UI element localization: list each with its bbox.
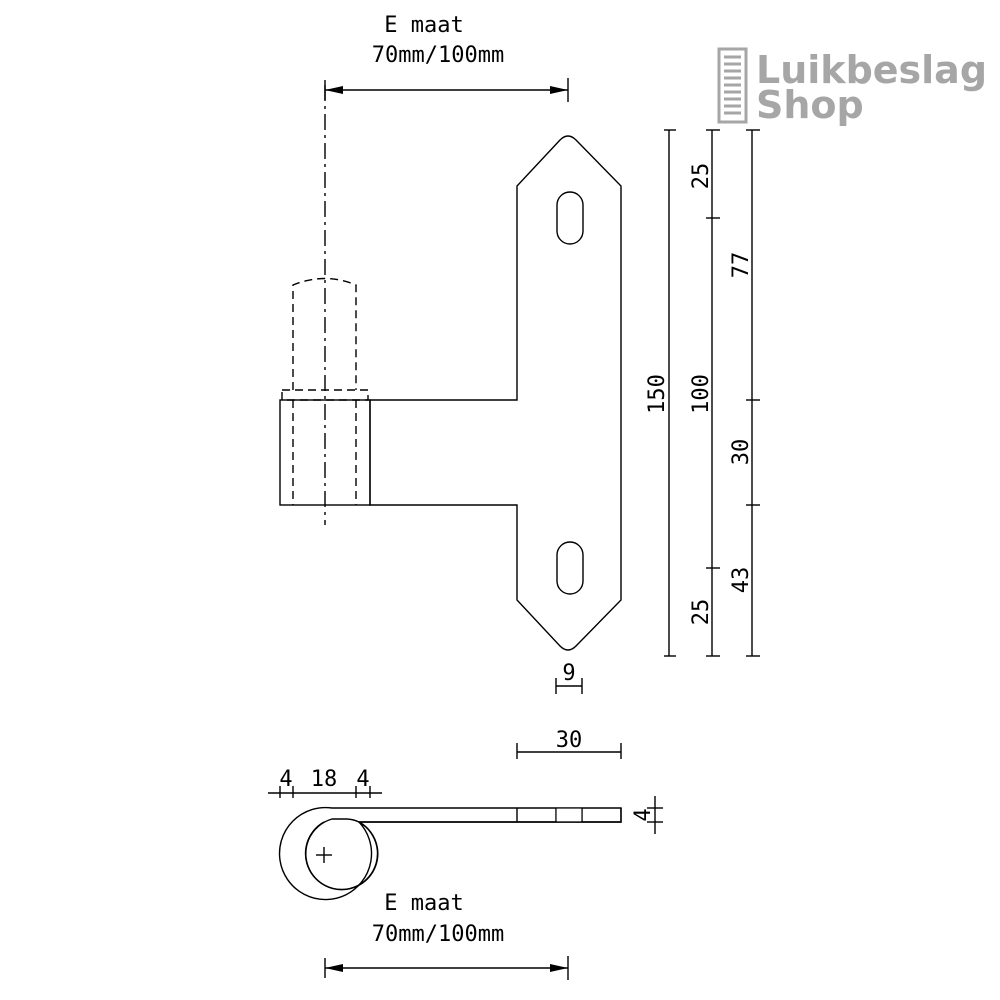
luikbeslag-shop-logo: Luikbeslag Shop <box>717 47 987 127</box>
hinge-strap-plate <box>369 135 622 651</box>
e-maat-top-value: 70mm/100mm <box>372 43 504 68</box>
dimension-30-strap: 30 <box>729 439 754 466</box>
logo-text-line1: Luikbeslag <box>756 48 987 92</box>
hinge-front-view <box>279 85 622 651</box>
hinge-side-profile <box>278 806 622 901</box>
e-maat-top-dimension: E maat 70mm/100mm <box>324 13 569 102</box>
e-maat-bottom-dimension: E maat 70mm/100mm <box>324 891 569 980</box>
vertical-dimensions: 150 25 100 25 77 30 43 <box>645 129 760 657</box>
pin-extension-outline <box>292 277 357 390</box>
top-mounting-slot <box>556 191 584 245</box>
bottom-mounting-slot <box>556 541 584 595</box>
e-maat-top-label: E maat <box>384 13 463 38</box>
dimension-43: 43 <box>729 567 754 594</box>
dimension-9: 9 <box>562 661 575 686</box>
dimension-18: 18 <box>311 767 338 792</box>
logo-text-line2: Shop <box>756 83 864 127</box>
dimension-100: 100 <box>689 374 714 414</box>
dimension-30-plate: 30 <box>556 728 583 753</box>
e-maat-bottom-value: 70mm/100mm <box>372 922 504 947</box>
dimension-25-bottom: 25 <box>689 599 714 626</box>
dimension-25-top: 25 <box>689 163 714 190</box>
dimension-4-right: 4 <box>356 767 369 792</box>
dimension-thickness-4: 4 <box>631 808 656 821</box>
hinge-side-view <box>278 806 622 901</box>
logo-icon <box>717 47 748 124</box>
dimension-150: 150 <box>645 374 670 414</box>
dimension-77: 77 <box>729 252 754 279</box>
dimension-4-left: 4 <box>279 767 292 792</box>
e-maat-bottom-label: E maat <box>384 891 463 916</box>
thickness-dimension: 4 <box>631 796 663 834</box>
plate-width-dimension: 30 <box>516 728 622 759</box>
slot-section <box>556 808 582 822</box>
slot-width-dimension: 9 <box>555 661 583 694</box>
eye-inner-opening <box>305 818 379 891</box>
eye-dimensions: 4 18 4 <box>268 767 382 798</box>
